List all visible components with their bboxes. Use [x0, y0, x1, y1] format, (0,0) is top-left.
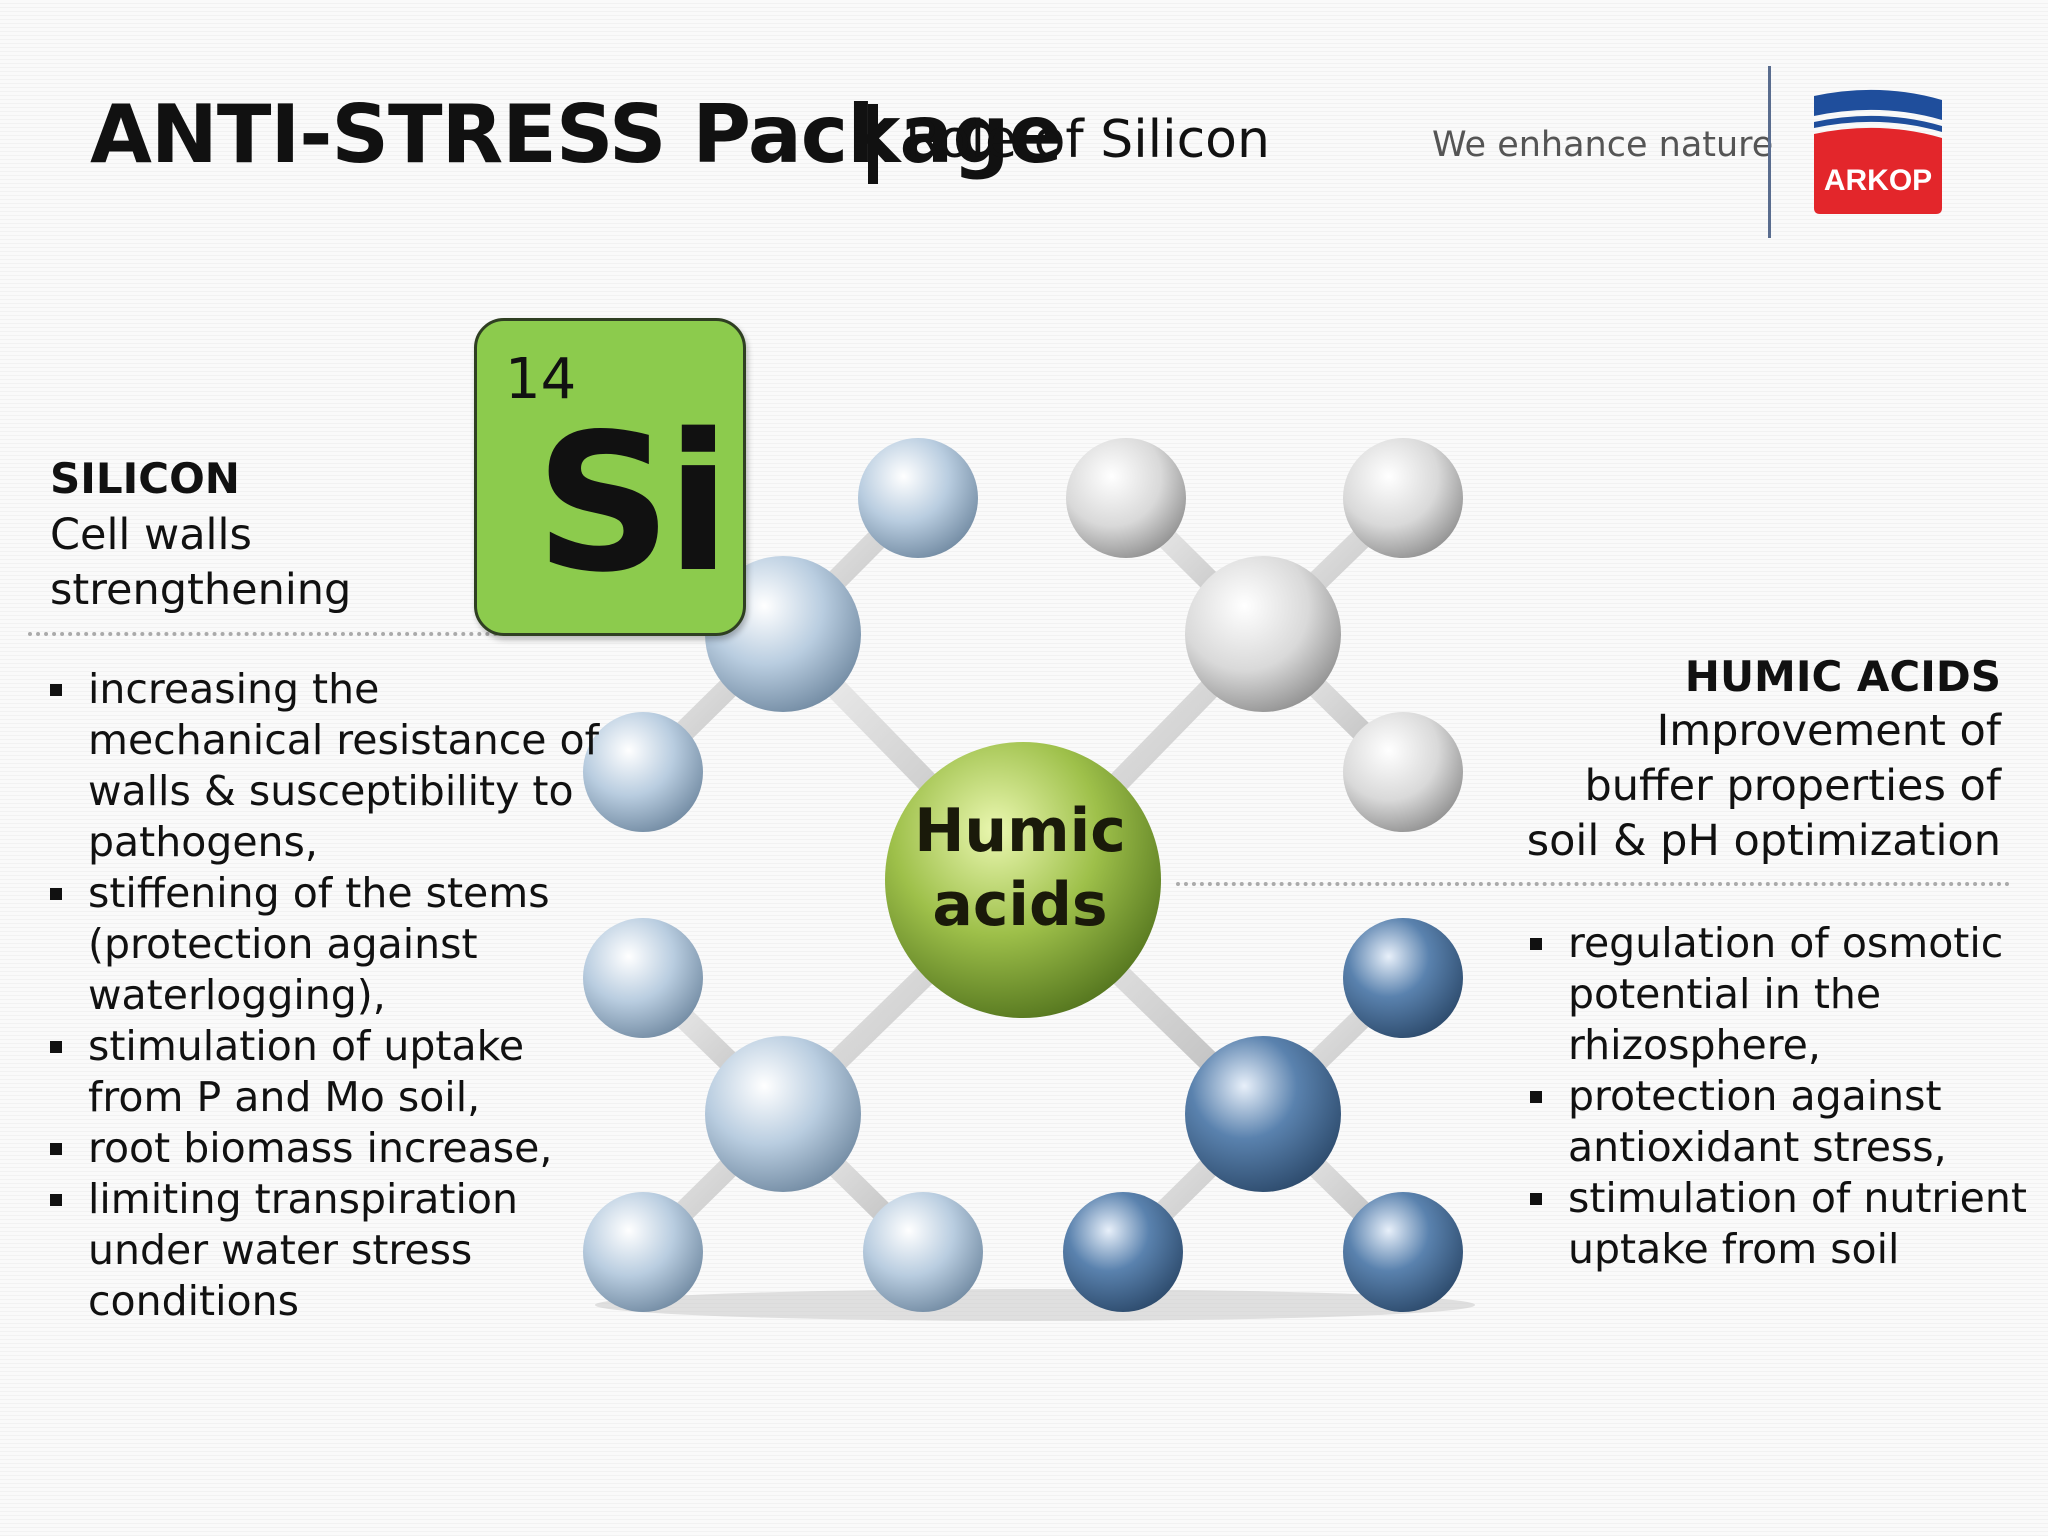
atom-sphere: [1063, 1192, 1183, 1312]
bullet-line: uptake from soil: [1568, 1225, 1900, 1273]
humic-acids-label: Humic acids: [880, 794, 1160, 942]
atom-sphere: [1343, 918, 1463, 1038]
bullet-line: conditions: [88, 1277, 299, 1325]
subtitle-line: strengthening: [50, 565, 352, 615]
molecule-diagram: [583, 438, 1475, 1321]
silicon-subtitle: Cell walls strengthening: [50, 508, 351, 618]
bullet-line: rhizosphere,: [1568, 1021, 1821, 1069]
atomic-number: 14: [505, 347, 577, 412]
atom-sphere: [1343, 712, 1463, 832]
title-separator: [868, 104, 878, 184]
atom-sphere-large: [705, 1036, 861, 1192]
tagline: We enhance nature: [1432, 125, 1774, 165]
list-item: stimulation of nutrient uptake from soil: [1530, 1173, 2027, 1275]
molecule-shadow: [595, 1289, 1475, 1321]
atom-sphere: [1066, 438, 1186, 558]
bullet-line: from P and Mo soil,: [88, 1073, 481, 1121]
humic-acids-bullet-list: regulation of osmotic potential in the r…: [1530, 918, 2027, 1275]
atom-sphere: [583, 1192, 703, 1312]
bullet-line: pathogens,: [88, 818, 318, 866]
subtitle-line: buffer properties of: [1584, 761, 2001, 811]
page-subtitle: Role of Silicon: [905, 110, 1270, 170]
bullet-line: waterlogging),: [88, 971, 386, 1019]
atom-sphere: [583, 712, 703, 832]
bullet-line: stiffening of the stems: [88, 869, 550, 917]
bullet-line: under water stress: [88, 1226, 473, 1274]
bullet-line: (protection against: [88, 920, 478, 968]
logo-text: ARKOP: [1824, 164, 1932, 197]
list-item: protection against antioxidant stress,: [1530, 1071, 2027, 1173]
humic-acids-sphere: [885, 742, 1161, 1018]
atom-sphere-large: [1185, 556, 1341, 712]
subtitle-line: Improvement of: [1656, 706, 2001, 756]
center-label-line: Humic: [914, 796, 1126, 866]
bullet-line: increasing the: [88, 665, 380, 713]
atom-sphere: [1343, 438, 1463, 558]
subtitle-line: soil & pH optimization: [1526, 816, 2001, 866]
silicon-heading: SILICON: [50, 454, 240, 503]
right-dotted-divider: [1176, 882, 2010, 886]
bullet-line: potential in the: [1568, 970, 1882, 1018]
humic-acids-subtitle: Improvement of buffer properties of soil…: [1527, 704, 2001, 869]
center-label-line: acids: [932, 870, 1108, 940]
silicon-element-tile: 14 Si: [474, 318, 746, 636]
left-dotted-divider: [28, 632, 506, 636]
atom-sphere: [858, 438, 978, 558]
bullet-line: root biomass increase,: [88, 1124, 553, 1172]
list-item: stimulation of uptake from P and Mo soil…: [50, 1021, 599, 1123]
bullet-line: limiting transpiration: [88, 1175, 518, 1223]
list-item: regulation of osmotic potential in the r…: [1530, 918, 2027, 1071]
atom-sphere: [1343, 1192, 1463, 1312]
list-item: limiting transpiration under water stres…: [50, 1174, 599, 1327]
bullet-line: stimulation of uptake: [88, 1022, 525, 1070]
silicon-bullet-list: increasing the mechanical resistance of …: [50, 664, 599, 1327]
humic-acids-heading: HUMIC ACIDS: [1684, 652, 2001, 701]
arkop-logo: ARKOP: [1814, 89, 1942, 214]
list-item: stiffening of the stems (protection agai…: [50, 868, 599, 1021]
bullet-line: regulation of osmotic: [1568, 919, 2004, 967]
header-divider: [1768, 66, 1771, 238]
bullet-line: mechanical resistance of: [88, 716, 600, 764]
page-title: ANTI-STRESS Package: [90, 88, 1063, 181]
bullet-line: antioxidant stress,: [1568, 1123, 1947, 1171]
bullet-line: protection against: [1568, 1072, 1942, 1120]
subtitle-line: Cell walls: [50, 510, 252, 560]
bullet-line: walls & susceptibility to: [88, 767, 574, 815]
list-item: increasing the mechanical resistance of …: [50, 664, 599, 868]
element-symbol: Si: [535, 393, 731, 614]
atom-sphere: [863, 1192, 983, 1312]
bullet-line: stimulation of nutrient: [1568, 1174, 2027, 1222]
atom-sphere-large: [1185, 1036, 1341, 1192]
list-item: root biomass increase,: [50, 1123, 599, 1174]
atom-sphere: [583, 918, 703, 1038]
